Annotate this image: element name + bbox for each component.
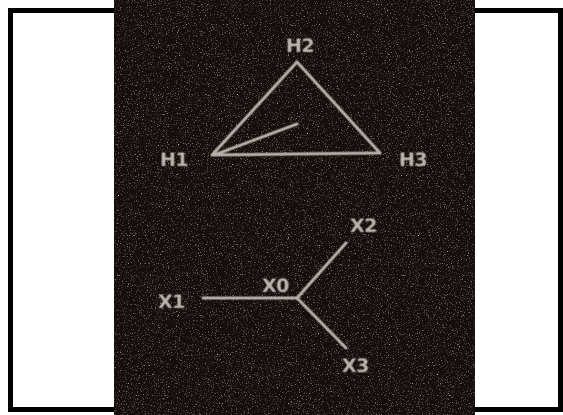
nameplate-photo: H2 H1 H3 X2 X0 X1 X3 [114,0,475,415]
plate-surface: H2 H1 H3 X2 X0 X1 X3 [114,0,475,415]
label-h2: H2 [286,35,314,57]
speckle-texture [114,0,475,415]
label-x0: X0 [262,275,289,297]
label-h3: H3 [399,149,427,171]
label-x3: X3 [342,355,369,377]
label-h1: H1 [160,149,188,171]
label-x2: X2 [350,215,377,237]
label-x1: X1 [158,291,185,313]
